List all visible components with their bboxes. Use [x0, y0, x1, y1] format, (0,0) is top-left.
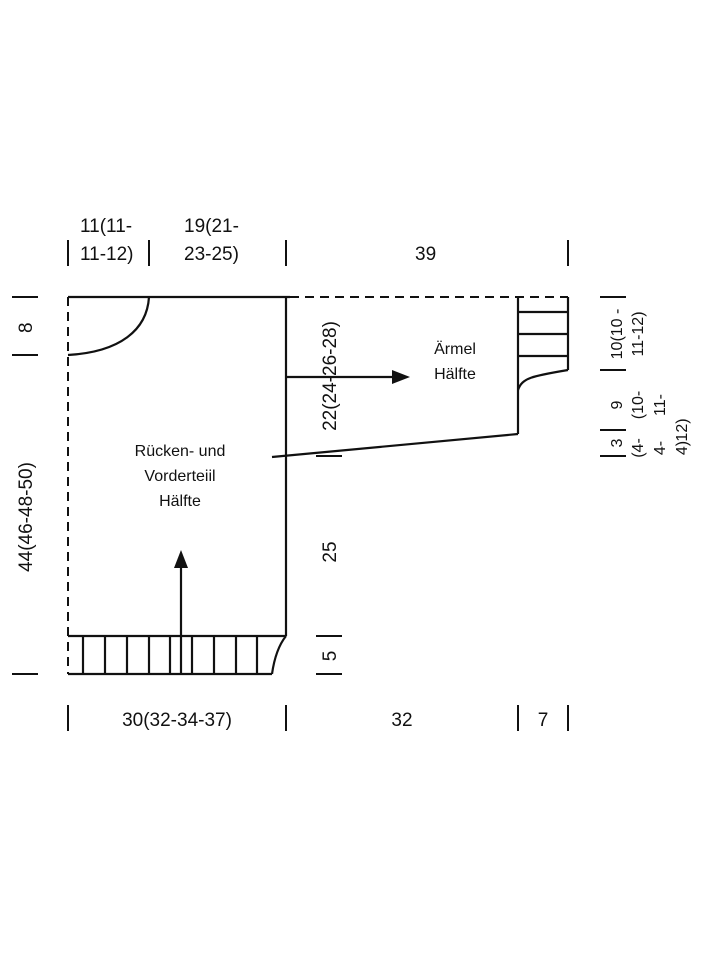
neckline [67, 296, 151, 357]
cuff-rib-label-3: 4- [652, 441, 669, 455]
sleeve-mid-label-2: (10- [630, 391, 647, 419]
body-width-label: 30(32-34-37) [122, 710, 232, 731]
cuff-rib-label-4: 4) [674, 441, 691, 455]
top-dimensions: 11(11- 11-12) 19(21- 23-25) 39 [67, 216, 569, 266]
arrow-right-icon [392, 370, 410, 384]
cuff-flare [516, 368, 569, 391]
sleeve-mid-label-4: 12) [674, 418, 691, 441]
shoulder-width-label-1: 19(21- [184, 216, 239, 237]
sleeve-top-label-1: 10(10 - [609, 309, 626, 360]
sleeve-underarm-line [271, 432, 519, 459]
body-length-label: 44(46-48-50) [16, 462, 37, 572]
sleeve-length-bottom-label: 32 [391, 710, 412, 731]
cuff-stripes [518, 310, 568, 358]
left-dimensions: 8 44(46-48-50) [12, 296, 38, 675]
neck-width-label-2: 11-12) [80, 244, 134, 265]
right-dimensions: 10(10 - 11-12) 9 (10- 11- 12) 3 (4- 4- 4… [600, 296, 691, 458]
sleeve-label-2: Hälfte [434, 366, 476, 383]
middle-dimensions: 22(24-26-28) 25 5 [316, 321, 342, 675]
arrow-up-icon [174, 550, 188, 568]
sleeve-length-top-label: 39 [415, 244, 436, 265]
body-label-2: Vorderteiil [144, 468, 215, 485]
shoulder-width-label-2: 23-25) [184, 244, 239, 265]
sleeve-top-label-2: 11-12) [630, 311, 647, 356]
side-length-label: 25 [320, 541, 341, 562]
hem-rib-label: 5 [320, 651, 341, 662]
cuff-length-label: 7 [538, 710, 549, 731]
bottom-dimensions: 30(32-34-37) 32 7 [67, 705, 569, 731]
body-label-3: Hälfte [159, 493, 201, 510]
sleeve-label-1: Ärmel [434, 340, 476, 358]
rib-stripes [81, 636, 259, 674]
body-piece: Rücken- und Vorderteiil Hälfte [67, 295, 290, 676]
cuff-rib-label-1: 3 [609, 438, 626, 447]
sleeve-mid-label-3: 11- [652, 394, 669, 416]
cuff-rib-label-2: (4- [630, 438, 647, 458]
neck-width-label-1: 11(11- [80, 216, 132, 237]
sleeve-piece: Ärmel Hälfte [271, 296, 570, 459]
neck-depth-label: 8 [16, 322, 37, 333]
sleeve-mid-label-1: 9 [609, 400, 626, 409]
body-label-1: Rücken- und [135, 443, 226, 460]
rib-flare [270, 635, 287, 675]
